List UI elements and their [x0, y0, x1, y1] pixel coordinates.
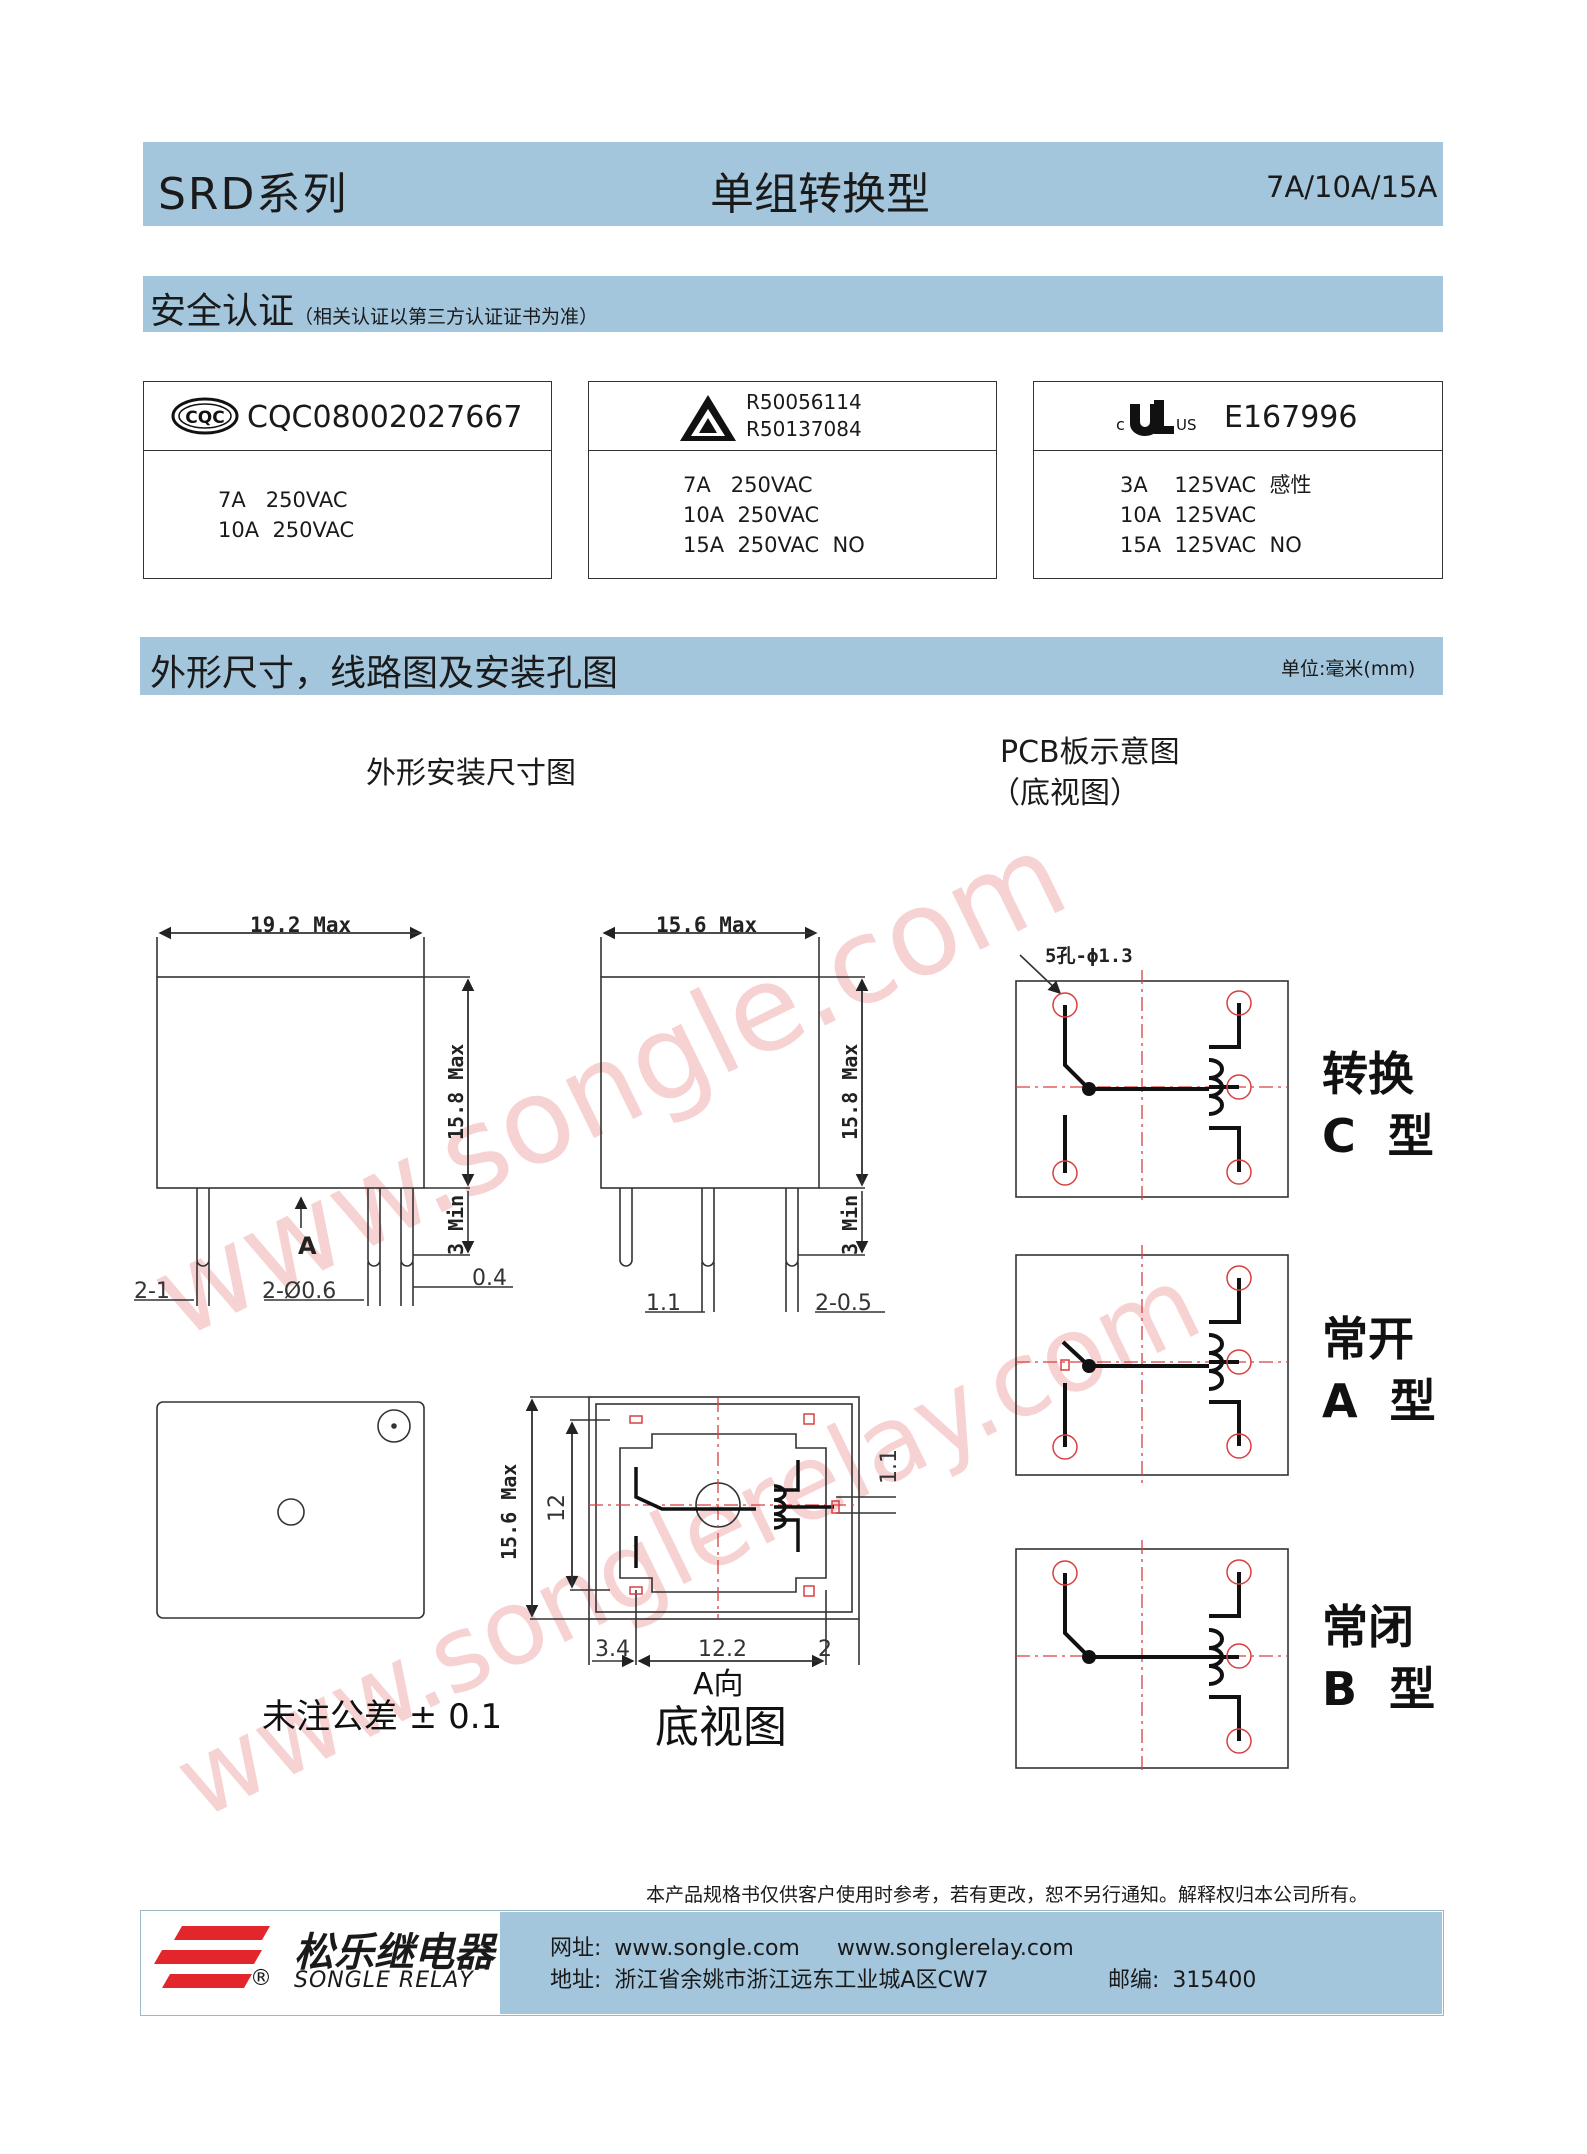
side-view-pins	[619, 1188, 799, 1267]
holes-label: 5孔-ϕ1.3	[1045, 945, 1133, 967]
tuv-rating-2: 10A 250VAC	[683, 503, 820, 527]
type-c-line1: 转换	[1322, 1047, 1414, 1101]
website-label: 网址:	[550, 1936, 602, 1961]
dim-12: 12	[545, 1494, 570, 1522]
cert-box-cqc: CQC CQC08002027667 7A 250VAC 10A 250VAC	[143, 381, 552, 579]
safety-title: 安全认证（相关认证以第三方认证证书为准）	[150, 282, 598, 334]
side-pin-label: 3 Min	[838, 1195, 862, 1255]
safety-bar	[143, 276, 1443, 332]
tuv-code-2: R50137084	[746, 417, 862, 441]
bottom-height-label: 15.6 Max	[497, 1464, 521, 1560]
front-view-pins	[196, 1188, 414, 1267]
svg-text:c: c	[1116, 415, 1125, 434]
pcb-circuit-b	[1063, 1572, 1241, 1741]
dim-0-4: 0.4	[472, 1266, 507, 1291]
bottom-view-outer	[588, 1396, 860, 1620]
ul-rating-2: 10A 125VAC	[1120, 503, 1257, 527]
website-link-2[interactable]: www.songlerelay.com	[836, 1936, 1074, 1961]
tuv-rating-1: 7A 250VAC	[683, 473, 813, 497]
pcb-frame-b	[1015, 1548, 1289, 1769]
type-b-line1: 常闭	[1322, 1600, 1414, 1654]
series-title: SRD系列	[158, 169, 349, 220]
front-pin-label: 3 Min	[444, 1195, 468, 1255]
ratings: 7A/10A/15A	[1266, 170, 1438, 204]
safety-note: （相关认证以第三方认证证书为准）	[294, 306, 599, 328]
registered-mark: ®	[250, 1966, 272, 1991]
tuv-rating-3: 15A 250VAC NO	[683, 533, 865, 557]
view-name-label: 底视图	[655, 1702, 787, 1753]
pcb-pads	[629, 990, 1252, 1754]
dimensions-title: 外形尺寸，线路图及安装孔图	[150, 653, 619, 694]
top-view-body	[156, 1401, 425, 1619]
postcode: 315400	[1172, 1968, 1257, 1993]
address-row: 地址: 浙江省余姚市浙江远东工业城A区CW7	[550, 1962, 989, 1994]
view-a-label: A向	[693, 1667, 744, 1702]
front-height-label: 15.8 Max	[444, 1044, 468, 1140]
pcb-circuit-a	[1061, 1278, 1241, 1447]
pcb-subtitle: （底视图）	[990, 776, 1140, 811]
ul-rating-1: 3A 125VAC 感性	[1120, 473, 1312, 497]
dim-side-1-1: 1.1	[646, 1291, 681, 1316]
pcb-circuit-c	[1063, 1003, 1241, 1173]
type-a-line1: 常开	[1322, 1312, 1414, 1366]
side-view-body	[600, 976, 820, 1189]
relay-type-title: 单组转换型	[710, 169, 930, 220]
cqc-logo-icon: CQC	[171, 397, 239, 435]
side-width-label: 15.6 Max	[656, 913, 758, 937]
arrow-a-label: A	[298, 1232, 317, 1260]
svg-text:CQC: CQC	[185, 408, 224, 428]
pcb-frame-c	[1015, 980, 1289, 1198]
postcode-row: 邮编: 315400	[1108, 1962, 1256, 1994]
footer-bar	[500, 1912, 1442, 2014]
cert-box-ul: c US E167996 3A 125VAC 感性 10A 125VAC 15A…	[1033, 381, 1443, 579]
outline-title: 外形安装尺寸图	[366, 756, 576, 791]
company-cn: 松乐继电器	[294, 1929, 494, 1976]
dim-pin-dia: 2-Ø0.6	[262, 1279, 336, 1304]
pcb-title: PCB板示意图	[1000, 735, 1180, 770]
cqc-rating-1: 7A 250VAC	[218, 488, 348, 512]
unit-label: 单位:毫米(mm)	[1281, 658, 1416, 680]
type-a-line2: A 型	[1322, 1374, 1436, 1428]
ul-logo-icon: c US	[1116, 400, 1197, 436]
dim-12-2: 12.2	[698, 1637, 747, 1662]
dimensions-bar	[140, 637, 1443, 695]
dim-bottom-1-1: 1.1	[877, 1449, 902, 1484]
dim-2-1: 2-1	[134, 1279, 170, 1304]
cqc-rating-2: 10A 250VAC	[218, 518, 355, 542]
safety-heading: 安全认证	[150, 291, 295, 332]
side-height-label: 15.8 Max	[838, 1044, 862, 1140]
dim-2-0-5: 2-0.5	[815, 1291, 872, 1316]
disclaimer: 本产品规格书仅供客户使用时参考，若有更改，恕不另行通知。解释权归本公司所有。	[646, 1884, 1369, 1906]
triangle-mark-icon	[680, 395, 736, 441]
tuv-code-1: R50056114	[746, 390, 862, 414]
dim-3-4: 3.4	[595, 1637, 630, 1662]
songle-logo-icon	[154, 1926, 270, 1988]
postcode-label: 邮编:	[1108, 1968, 1160, 1993]
ul-rating-3: 15A 125VAC NO	[1120, 533, 1302, 557]
bottom-view-circuit	[634, 1460, 834, 1568]
cert-box-tuv: R50056114 R50137084 7A 250VAC 10A 250VAC…	[588, 381, 997, 579]
company-en: SONGLE RELAY	[294, 1968, 474, 1993]
front-width-label: 19.2 Max	[250, 913, 352, 937]
front-view-body	[156, 976, 425, 1189]
website-row: 网址: www.songle.com www.songlerelay.com	[550, 1930, 1074, 1962]
header-bar	[143, 142, 1443, 226]
address-label: 地址:	[550, 1968, 602, 1993]
website-link-1[interactable]: www.songle.com	[614, 1936, 800, 1961]
dim-2: 2	[818, 1637, 832, 1662]
ul-code: E167996	[1224, 400, 1358, 435]
svg-text:US: US	[1176, 416, 1197, 434]
bottom-view-inner	[619, 1433, 827, 1593]
cqc-code: CQC08002027667	[247, 400, 523, 435]
address: 浙江省余姚市浙江远东工业城A区CW7	[614, 1968, 989, 1993]
pcb-frame-a	[1015, 1254, 1289, 1476]
tolerance-label: 未注公差 ± 0.1	[262, 1697, 502, 1737]
type-b-line2: B 型	[1322, 1662, 1435, 1716]
type-c-line2: C 型	[1322, 1109, 1434, 1163]
